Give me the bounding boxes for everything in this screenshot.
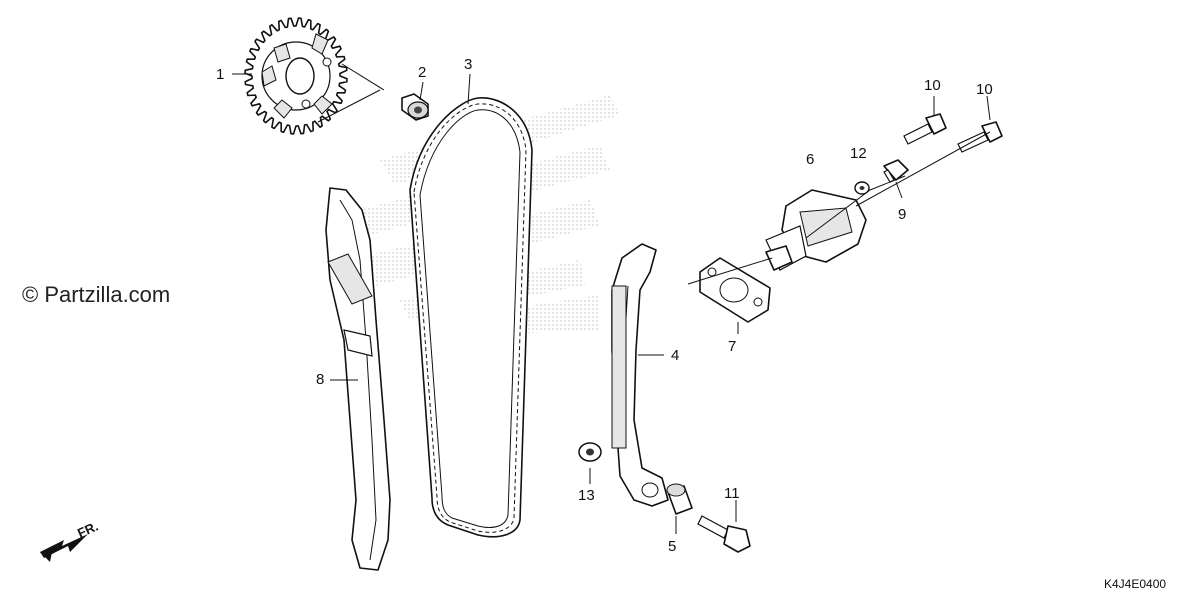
callout-10b: 10 bbox=[976, 81, 993, 98]
direction-label: FR. bbox=[75, 519, 100, 541]
front-direction-arrow: FR. bbox=[40, 519, 100, 562]
washer bbox=[578, 442, 602, 462]
diagram-code: K4J4E0400 bbox=[1104, 577, 1166, 591]
callout-12: 12 bbox=[850, 145, 867, 162]
watermark-text: © Partzilla.com bbox=[22, 282, 170, 307]
chain-guide-right bbox=[611, 243, 669, 507]
callout-10a: 10 bbox=[924, 77, 941, 94]
callout-3: 3 bbox=[464, 56, 472, 73]
callout-7: 7 bbox=[728, 338, 736, 355]
plug-bolt bbox=[883, 159, 909, 183]
sealing-washer bbox=[854, 181, 870, 195]
cam-chain-tensioner bbox=[765, 189, 867, 271]
pivot-bolt bbox=[697, 515, 751, 553]
callout-9: 9 bbox=[898, 206, 906, 223]
tensioner-bolt-1 bbox=[903, 113, 947, 145]
leader-lines bbox=[232, 63, 991, 534]
callout-1: 1 bbox=[216, 66, 224, 83]
cam-sprocket bbox=[244, 17, 348, 135]
callout-5: 5 bbox=[668, 538, 676, 555]
callout-2: 2 bbox=[418, 64, 426, 81]
callout-8: 8 bbox=[316, 371, 324, 388]
callout-4: 4 bbox=[671, 347, 679, 364]
sprocket-bolt bbox=[401, 93, 429, 121]
cam-chain bbox=[409, 97, 533, 538]
callout-6: 6 bbox=[806, 151, 814, 168]
tensioner-gasket bbox=[699, 257, 771, 323]
collar bbox=[666, 483, 693, 515]
callout-numbers: 1 2 3 4 5 6 7 8 9 10 10 11 12 13 bbox=[216, 56, 993, 555]
callout-11: 11 bbox=[724, 485, 740, 502]
chain-guide-left bbox=[325, 187, 391, 571]
callout-13: 13 bbox=[578, 487, 595, 504]
